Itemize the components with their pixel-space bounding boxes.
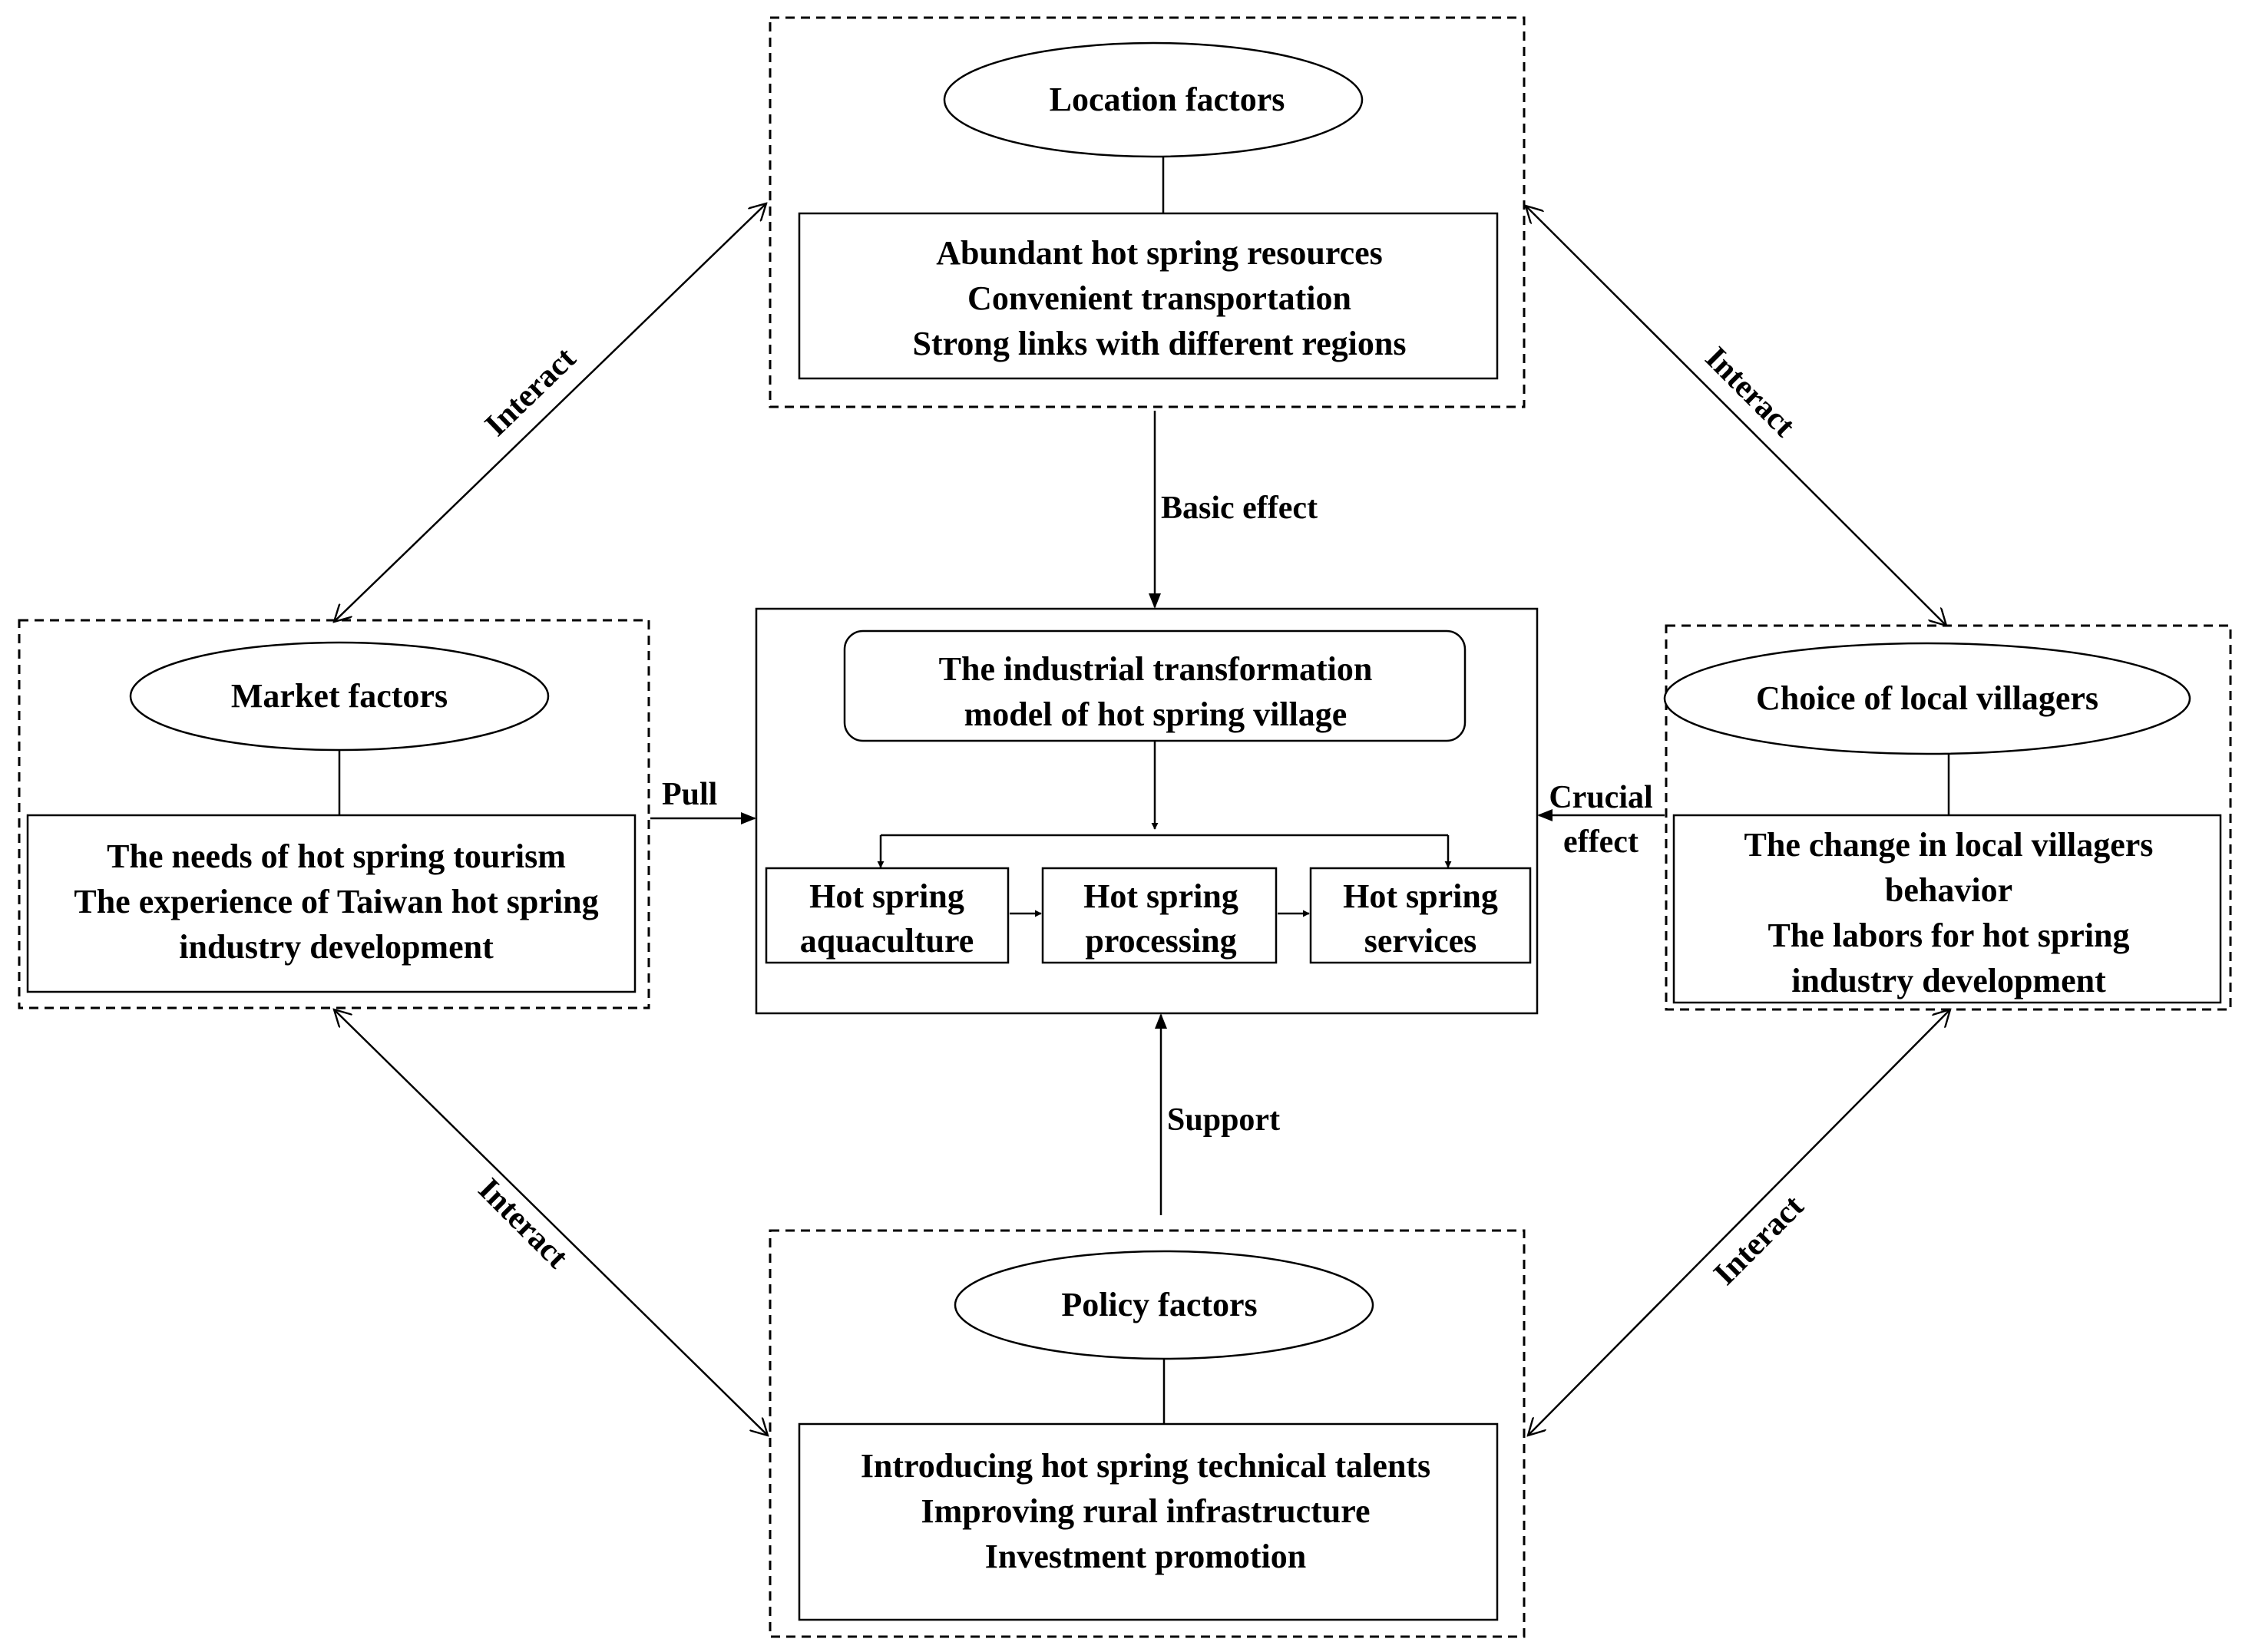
market-factors-group: Market factors The needs of hot spring t… bbox=[18, 619, 650, 1009]
stage-aquaculture-line1: Hot spring bbox=[809, 877, 964, 915]
location-items-box bbox=[798, 212, 1499, 380]
stage-aquaculture-line2: aquaculture bbox=[800, 922, 974, 960]
crucial-effect-label-line2: effect bbox=[1563, 824, 1639, 860]
interact-arrow-location-villagers bbox=[1526, 206, 1946, 626]
stage-processing-line1: Hot spring bbox=[1083, 877, 1238, 915]
policy-items-box bbox=[798, 1422, 1499, 1621]
policy-title: Policy factors bbox=[1061, 1286, 1257, 1323]
interact-arrow-market-location bbox=[334, 203, 766, 622]
policy-item-3: Investment promotion bbox=[985, 1538, 1306, 1575]
market-item-3: industry development bbox=[179, 928, 494, 966]
market-items-box bbox=[26, 814, 637, 993]
center-model-group: The industrial transformation model of h… bbox=[755, 607, 1539, 1015]
support-label: Support bbox=[1167, 1102, 1280, 1138]
location-ellipse bbox=[943, 41, 1364, 158]
crucial-effect-label-line1: Crucial bbox=[1549, 780, 1652, 815]
effect-arrows: Basic effect Pull Crucial effect Support bbox=[650, 411, 1665, 1215]
interact-arrow-villagers-policy bbox=[1528, 1009, 1950, 1436]
stage-services-box bbox=[1309, 867, 1532, 964]
villagers-title: Choice of local villagers bbox=[1756, 679, 2098, 717]
location-item-1: Abundant hot spring resources bbox=[936, 234, 1383, 272]
interact-label-market-location: Interact bbox=[478, 341, 583, 444]
location-item-2: Convenient transportation bbox=[967, 279, 1351, 317]
interact-arrow-market-policy bbox=[334, 1009, 768, 1436]
market-item-1: The needs of hot spring tourism bbox=[107, 838, 566, 875]
villagers-item-4: industry development bbox=[1791, 962, 2106, 999]
policy-dashed-frame bbox=[769, 1229, 1526, 1638]
location-item-3: Strong links with different regions bbox=[913, 325, 1407, 362]
policy-factors-group: Policy factors Introducing hot spring te… bbox=[769, 1229, 1526, 1638]
stage-processing-line2: processing bbox=[1085, 922, 1236, 960]
model-title-line2: model of hot spring village bbox=[964, 695, 1348, 733]
stage-processing-box bbox=[1041, 867, 1278, 964]
model-title-line1: The industrial transformation bbox=[939, 650, 1373, 688]
policy-item-1: Introducing hot spring technical talents bbox=[861, 1447, 1430, 1485]
location-title: Location factors bbox=[1050, 81, 1285, 118]
villagers-items-box bbox=[1672, 814, 2222, 1004]
location-factors-group: Location factors Abundant hot spring res… bbox=[769, 16, 1526, 408]
policy-item-2: Improving rural infrastructure bbox=[921, 1492, 1371, 1530]
basic-effect-label: Basic effect bbox=[1161, 491, 1318, 526]
villagers-item-1: The change in local villagers bbox=[1744, 826, 2154, 864]
villagers-item-2: behavior bbox=[1885, 871, 2012, 909]
villagers-ellipse bbox=[1663, 642, 2191, 755]
market-title: Market factors bbox=[231, 677, 448, 715]
location-dashed-frame bbox=[769, 16, 1526, 408]
stage-services-line1: Hot spring bbox=[1343, 877, 1498, 915]
stage-aquaculture-box bbox=[765, 867, 1010, 964]
villagers-item-3: The labors for hot spring bbox=[1767, 917, 2129, 954]
market-item-2: The experience of Taiwan hot spring bbox=[74, 883, 598, 920]
interact-label-market-policy: Interact bbox=[471, 1171, 575, 1275]
pull-label: Pull bbox=[662, 777, 717, 812]
stage-services-line2: services bbox=[1364, 922, 1477, 960]
villagers-group: Choice of local villagers The change in … bbox=[1663, 624, 2232, 1011]
